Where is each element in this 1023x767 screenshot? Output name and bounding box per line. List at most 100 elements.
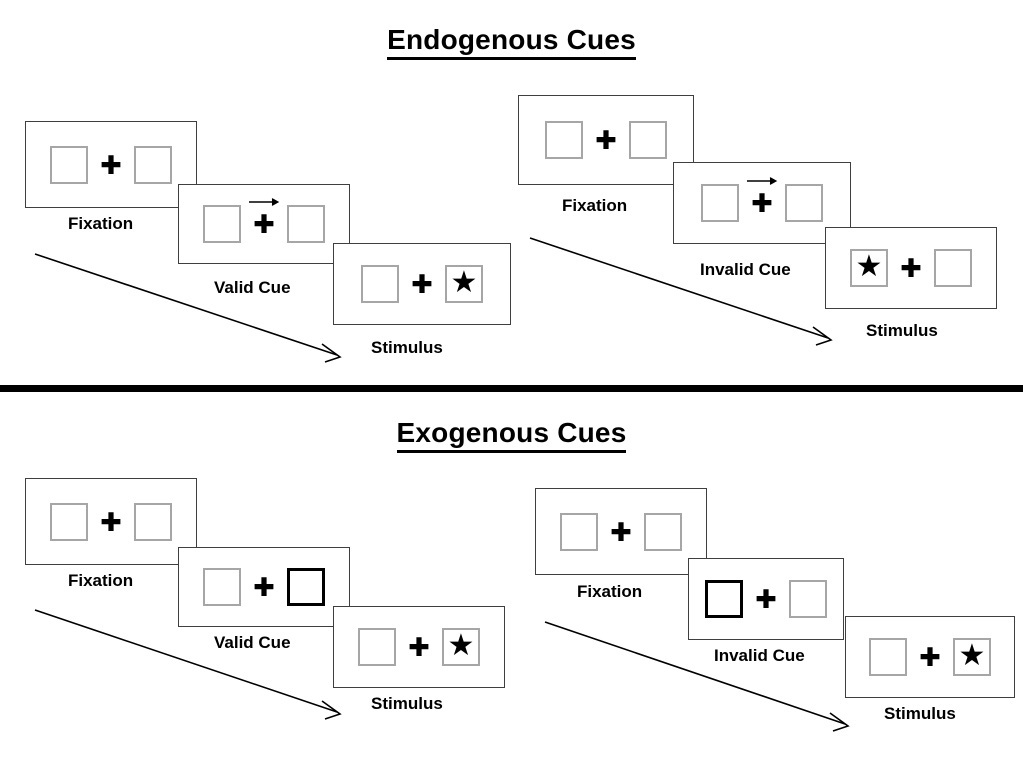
left-box-slot <box>701 184 739 222</box>
right-box <box>644 512 682 551</box>
right-box-slot <box>134 502 172 541</box>
left-box-slot <box>50 502 88 541</box>
left-box-slot <box>50 145 88 184</box>
fixation-slot <box>396 636 442 658</box>
right-box: ★ <box>445 265 483 303</box>
right-arrow-cue-icon <box>747 177 778 185</box>
fixation-plus-icon <box>254 577 274 596</box>
left-box-slot <box>361 265 399 303</box>
left-box <box>50 145 88 184</box>
caption-endogenous-valid-cue: Valid Cue <box>214 278 291 297</box>
right-box: ★ <box>953 638 991 676</box>
left-box-slot <box>203 568 241 606</box>
fixation-plus-icon <box>752 193 772 212</box>
fixation-slot <box>598 521 644 543</box>
caption-endogenous-invalid-stimulus: Stimulus <box>866 321 938 340</box>
caption-endogenous-valid-stimulus: Stimulus <box>371 338 443 357</box>
left-box-cued <box>705 580 743 618</box>
frame-endogenous-valid-stimulus[interactable]: ★ <box>333 243 511 325</box>
right-box: ★ <box>442 628 480 666</box>
frame-endogenous-valid-cue[interactable] <box>178 184 350 264</box>
fixation-plus-icon <box>412 274 432 293</box>
right-box-slot: ★ <box>953 638 991 676</box>
frame-exogenous-valid-cue[interactable] <box>178 547 350 627</box>
right-box-cued <box>287 568 325 606</box>
fixation-slot <box>907 646 953 668</box>
fixation-plus-icon <box>409 637 429 656</box>
caption-exogenous-valid-cue: Valid Cue <box>214 633 291 652</box>
frame-exogenous-valid-stimulus[interactable]: ★ <box>333 606 505 688</box>
fixation-slot <box>583 129 629 151</box>
caption-endogenous-invalid-fixation: Fixation <box>562 196 628 215</box>
left-box <box>358 628 396 666</box>
fixation-slot <box>399 273 445 295</box>
left-box <box>361 265 399 303</box>
section-exogenous: Exogenous Cues <box>0 392 1023 767</box>
caption-exogenous-valid-fixation: Fixation <box>68 571 134 590</box>
fixation-slot <box>88 154 134 176</box>
section-divider <box>0 385 1023 392</box>
right-box <box>785 184 823 222</box>
frame-exogenous-invalid-fixation[interactable] <box>535 488 707 575</box>
fixation-slot <box>88 511 134 533</box>
left-box-slot <box>358 628 396 666</box>
caption-exogenous-invalid-fixation: Fixation <box>577 582 643 601</box>
fixation-plus-icon <box>920 647 940 666</box>
left-box-slot <box>705 580 743 618</box>
left-box-slot <box>545 121 583 159</box>
right-box <box>134 145 172 184</box>
frame-endogenous-invalid-cue[interactable] <box>673 162 851 244</box>
right-box-slot <box>287 568 325 606</box>
frame-exogenous-invalid-stimulus[interactable]: ★ <box>845 616 1015 698</box>
right-box-slot <box>789 580 827 618</box>
caption-exogenous-invalid-cue: Invalid Cue <box>714 646 805 665</box>
stimulus-star: ★ <box>450 266 478 299</box>
left-box-slot <box>560 512 598 551</box>
fixation-slot <box>241 198 287 235</box>
left-box <box>545 121 583 159</box>
right-box <box>789 580 827 618</box>
frame-exogenous-invalid-cue[interactable] <box>688 558 844 640</box>
section-title-endogenous-text: Endogenous Cues <box>387 24 636 60</box>
fixation-plus-icon <box>254 214 274 233</box>
right-box-slot <box>934 249 972 287</box>
right-box <box>134 502 172 541</box>
section-title-exogenous-text: Exogenous Cues <box>396 417 627 453</box>
right-box-slot <box>644 512 682 551</box>
left-box-slot <box>869 638 907 676</box>
fixation-plus-icon <box>756 589 776 608</box>
right-box-slot <box>287 205 325 243</box>
left-box-slot <box>203 205 241 243</box>
right-box <box>629 121 667 159</box>
section-endogenous: Endogenous Cues <box>0 24 1023 363</box>
fixation-plus-icon <box>101 154 121 174</box>
section-title-endogenous: Endogenous Cues <box>0 24 1023 60</box>
fixation-slot <box>888 257 934 279</box>
right-box-slot <box>785 184 823 222</box>
left-box <box>560 512 598 551</box>
left-box <box>50 502 88 541</box>
right-arrow-cue-icon <box>249 198 280 206</box>
left-box <box>203 568 241 606</box>
caption-endogenous-valid-fixation: Fixation <box>68 214 134 233</box>
fixation-slot <box>739 177 785 214</box>
stimulus-star: ★ <box>958 639 986 672</box>
left-box <box>869 638 907 676</box>
frame-endogenous-valid-fixation[interactable] <box>25 121 197 208</box>
caption-exogenous-invalid-stimulus: Stimulus <box>884 704 956 723</box>
right-box-slot: ★ <box>442 628 480 666</box>
right-box <box>934 249 972 287</box>
fixation-plus-icon <box>596 130 616 149</box>
fixation-plus-icon <box>101 511 121 531</box>
fixation-slot <box>743 588 789 610</box>
stimulus-star: ★ <box>855 250 883 283</box>
frame-exogenous-valid-fixation[interactable] <box>25 478 197 565</box>
frame-endogenous-invalid-stimulus[interactable]: ★ <box>825 227 997 309</box>
caption-exogenous-valid-stimulus: Stimulus <box>371 694 443 713</box>
fixation-plus-icon <box>611 521 631 541</box>
caption-endogenous-invalid-cue: Invalid Cue <box>700 260 791 279</box>
frame-endogenous-invalid-fixation[interactable] <box>518 95 694 185</box>
right-box-slot: ★ <box>445 265 483 303</box>
stimulus-star: ★ <box>447 629 475 662</box>
